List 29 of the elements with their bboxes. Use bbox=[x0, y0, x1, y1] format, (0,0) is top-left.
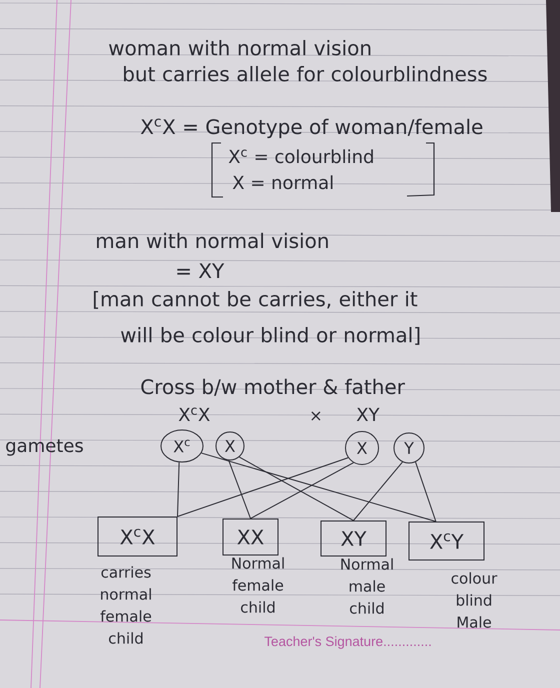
cross-sign: × bbox=[311, 411, 320, 421]
offspring-box: X$^{c}$X bbox=[98, 516, 178, 556]
connector-line bbox=[228, 460, 251, 519]
note-text: woman with normal vision but carries allele for colourblindness bbox=[109, 40, 487, 82]
genotype-note: = XY bbox=[177, 263, 224, 278]
genotype-label: XY bbox=[356, 408, 380, 421]
offspring-box: XX bbox=[222, 518, 278, 556]
connector-line bbox=[353, 462, 403, 521]
offspring-box: XY bbox=[320, 520, 386, 556]
genotype-label: X$^{c}$X bbox=[178, 408, 210, 421]
offspring-box: X$^{c}$Y bbox=[408, 522, 484, 560]
genotype-note: X$^{c}$X = Genotype of woman/female bbox=[140, 118, 482, 138]
row-label: gametes bbox=[6, 439, 83, 456]
connector-line bbox=[177, 457, 349, 517]
key-entry: X = normal bbox=[232, 175, 332, 190]
connector-line bbox=[200, 452, 436, 522]
box-caption: Normal female child bbox=[232, 557, 284, 613]
box-caption: carries normal female child bbox=[100, 566, 152, 644]
connector-line bbox=[177, 462, 180, 517]
connector-line bbox=[238, 456, 354, 521]
printed-footer: Teacher's Signature............. bbox=[264, 636, 431, 649]
box-caption: colour blind Male bbox=[452, 572, 498, 628]
connector-line bbox=[415, 462, 436, 522]
connector-line bbox=[250, 462, 354, 519]
key-entry: X$^{c}$ = colourblind bbox=[228, 149, 373, 164]
note-text: [man cannot be carries, either it will be colour blind or normal] bbox=[94, 291, 420, 345]
note-text: man with normal vision bbox=[97, 232, 328, 248]
box-caption: Normal male child bbox=[341, 558, 393, 614]
cross-heading: Cross b/w mother & father bbox=[141, 378, 405, 396]
